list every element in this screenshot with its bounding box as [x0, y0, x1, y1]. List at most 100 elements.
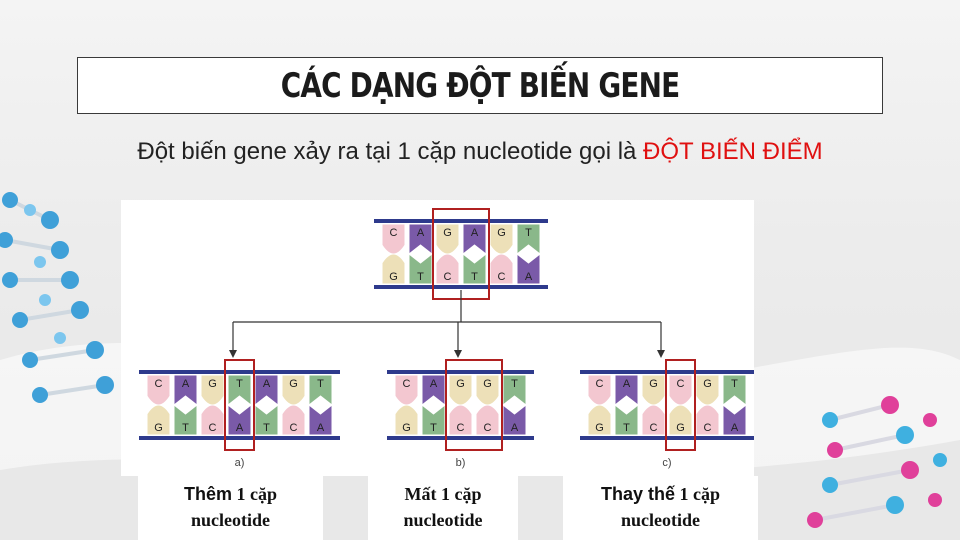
variant-c-dna-top-base [722, 374, 747, 407]
variant-c-dna-bottom-base [668, 404, 693, 436]
variant-a-dna-top-base [173, 374, 198, 407]
variant-c-dna-bottom-base [695, 404, 720, 436]
variant-a-dna-bottom-base [200, 404, 225, 436]
arrow-head [229, 350, 237, 358]
original-dna-bottom-base-letter: G [389, 271, 398, 283]
variant-c-dna-bottom-base-letter: C [650, 422, 658, 434]
variant-b-dna-bottom-base-letter: C [457, 422, 465, 434]
variant-a-dna-bottom-strand [139, 436, 340, 440]
variant-a-dna-bottom-base-letter: G [154, 422, 163, 434]
variant-c-dna-bottom-base-letter: C [704, 422, 712, 434]
dna-helix-decoration-left [0, 192, 114, 403]
original-dna-top-base-letter: G [443, 227, 452, 239]
variant-b-dna-bottom-strand [387, 436, 534, 440]
variant-a-dna-top-base-letter: T [317, 378, 324, 390]
variant-a-dna-top-base-letter: G [208, 378, 217, 390]
slide-subtitle: Đột biến gene xảy ra tại 1 cặp nucleotid… [0, 138, 960, 166]
variant-c-dna-top-base-letter: A [623, 378, 631, 390]
variant-b-dna-top-base [421, 374, 446, 407]
caption-deletion-line2: nucleotide [403, 510, 483, 530]
variant-a-dna-top-strand [139, 370, 340, 374]
original-dna-top-base [516, 223, 541, 256]
variant-label: b) [456, 457, 466, 469]
original-dna-bottom-base [408, 252, 433, 285]
variant-b-dna-top-base-letter: C [403, 378, 411, 390]
variant-b-dna-top-base-letter: G [483, 378, 492, 390]
variant-b-dna-mutation-box [445, 359, 503, 451]
slide-title-box: CÁC DẠNG ĐỘT BIẾN GENE [77, 57, 883, 114]
original-dna-bottom-base [489, 253, 514, 285]
caption-insertion-rest: 1 cặp [232, 484, 278, 504]
caption-insertion-word: Thêm [183, 484, 232, 504]
variant-a-dna-bottom-base-letter: T [182, 422, 189, 434]
caption-deletion-rest: Mất 1 cặp [404, 484, 482, 504]
variant-c-dna-bottom-base-letter: G [595, 422, 604, 434]
variant-a-dna-top-base [227, 374, 252, 407]
variant-a-dna-bottom-base-letter: T [263, 422, 270, 434]
variant-a-dna-bottom-base [173, 403, 198, 436]
variant-c-dna-top-base [614, 374, 639, 407]
variant-c-dna-top-base-letter: G [649, 378, 658, 390]
original-dna-top-base-letter: G [497, 227, 506, 239]
caption-substitution: Thay thế 1 cặp nucleotide [563, 476, 758, 540]
variant-a-dna-bottom-base-letter: C [290, 422, 298, 434]
slide-title: CÁC DẠNG ĐỘT BIẾN GENE [280, 65, 680, 106]
variant-label: c) [662, 457, 671, 469]
variant-a-dna-top-base-letter: C [155, 378, 163, 390]
variant-a-dna-top-base-letter: G [289, 378, 298, 390]
caption-substitution-line2: nucleotide [621, 510, 700, 530]
variant-a-dna-bottom-base [281, 404, 306, 436]
dna-helix-decoration-right [807, 396, 947, 528]
original-dna-bottom-base-letter: T [417, 271, 424, 283]
variant-b-dna-bottom-base-letter: A [511, 422, 519, 434]
variant-a-dna-bottom-base [308, 403, 333, 436]
variant-c-dna-bottom-base-letter: T [623, 422, 630, 434]
original-dna-top-base-letter: A [471, 227, 479, 239]
original-dna-top-base-letter: T [525, 227, 532, 239]
caption-substitution-rest: 1 cặp [675, 484, 721, 504]
original-dna-bottom-base [381, 253, 406, 285]
variant-a-dna-top-base [308, 374, 333, 407]
original-dna-bottom-base-letter: C [498, 271, 506, 283]
variant-c-dna-bottom-base [722, 403, 747, 436]
original-dna-top-base [408, 223, 433, 256]
variant-c-dna-bottom-base [587, 404, 612, 436]
variant-b-dna-bottom-base-letter: T [430, 422, 437, 434]
arrow-head [657, 350, 665, 358]
variant-b-dna-bottom-base-letter: C [484, 422, 492, 434]
variant-b-dna-top-base-letter: A [430, 378, 438, 390]
variant-c-dna-mutation-box [665, 359, 696, 451]
variant-c-dna-bottom-base-letter: A [731, 422, 739, 434]
subtitle-text: Đột biến gene xảy ra tại 1 cặp nucleotid… [137, 138, 644, 165]
variant-a-dna-bottom-base-letter: A [317, 422, 325, 434]
variant-b-dna-bottom-base [394, 404, 419, 436]
original-dna-bottom-base [435, 253, 460, 285]
variant-a-dna-bottom-base-letter: C [209, 422, 217, 434]
subtitle-highlight: ĐỘT BIẾN ĐIỂM [643, 138, 823, 165]
mutation-diagram-svg: CGATGCATGCTACGATGCTAATGCTACGATGCGCTACGAT… [139, 208, 754, 469]
variant-c-dna-bottom-base [614, 403, 639, 436]
variant-b-dna-bottom-base-letter: G [402, 422, 411, 434]
variant-c-dna-top-base-letter: C [596, 378, 604, 390]
caption-deletion: Mất 1 cặp nucleotide [368, 476, 518, 540]
original-dna-bottom-base [516, 252, 541, 285]
variant-a-dna-mutation-box [224, 359, 255, 451]
variant-a-dna-top-base-letter: A [263, 378, 271, 390]
caption-insertion-line2: nucleotide [191, 510, 270, 530]
original-dna-top-base-letter: C [390, 227, 398, 239]
original-dna-bottom-strand [374, 285, 548, 289]
original-dna-top-base [462, 223, 487, 256]
variant-a-dna-bottom-base-letter: A [236, 422, 244, 434]
variant-c-dna-bottom-base-letter: G [676, 422, 685, 434]
original-dna-bottom-base-letter: T [471, 271, 478, 283]
variant-b-dna-top-base-letter: G [456, 378, 465, 390]
original-dna-top-base-letter: A [417, 227, 425, 239]
variant-c-dna-top-base-letter: T [731, 378, 738, 390]
variant-a-dna-top-base-letter: T [236, 378, 243, 390]
caption-substitution-word: Thay thế [600, 484, 675, 504]
original-dna-top-strand [374, 219, 548, 223]
variant-a-dna-bottom-base [227, 403, 252, 436]
original-dna-bottom-base [462, 252, 487, 285]
variant-label: a) [235, 457, 245, 469]
